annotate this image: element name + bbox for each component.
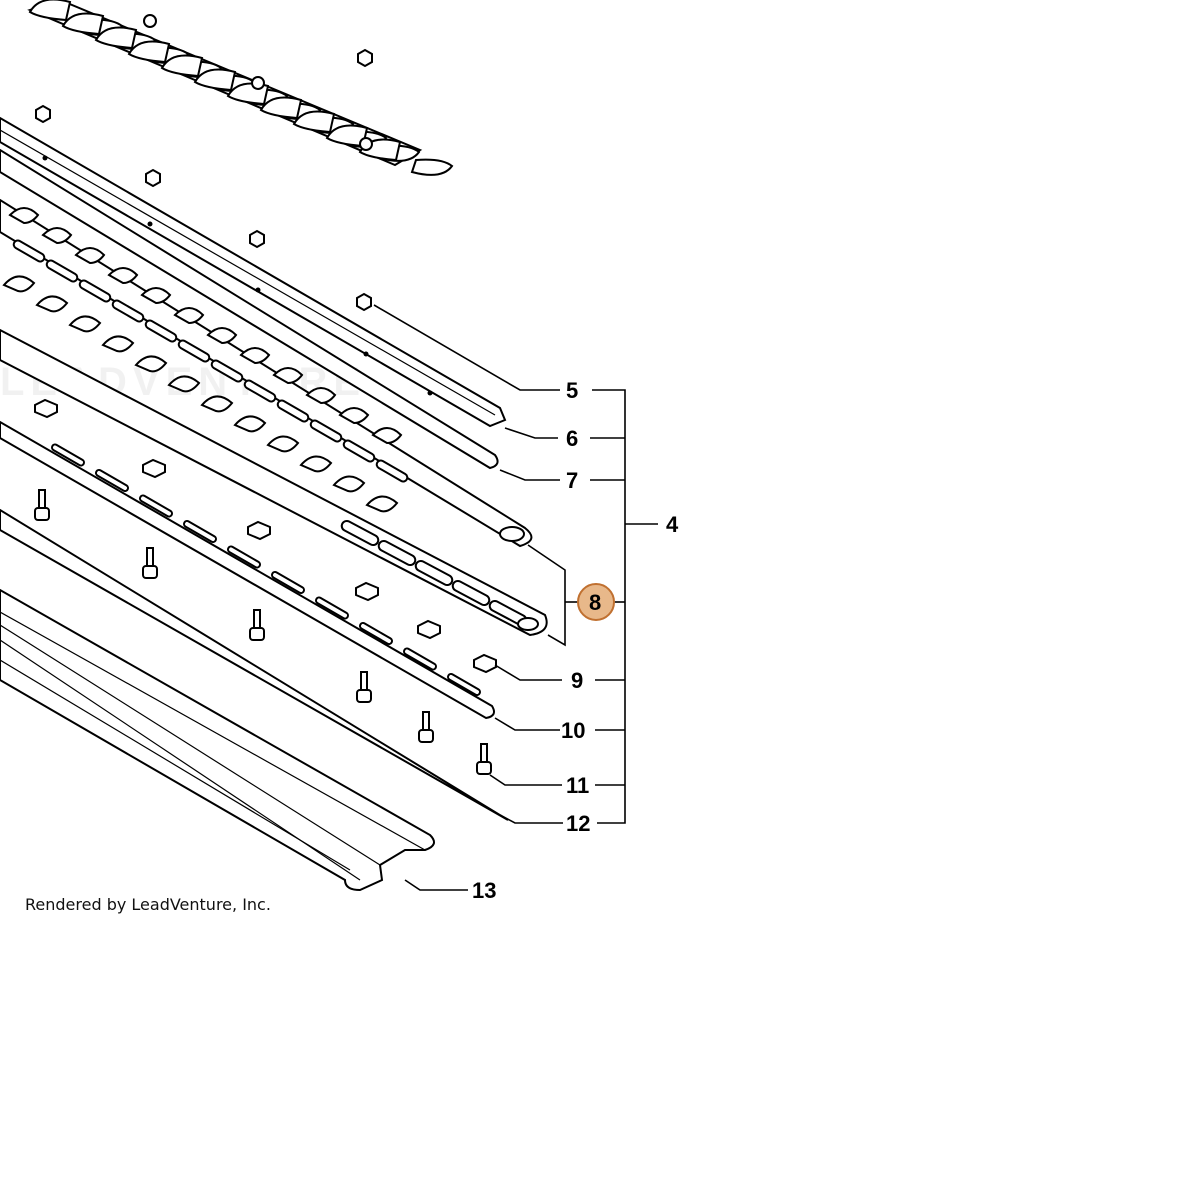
blade-tooth bbox=[74, 247, 106, 265]
strip-slot bbox=[227, 545, 261, 569]
callout-11[interactable]: 11 bbox=[566, 773, 589, 798]
callout-8[interactable]: 8 bbox=[589, 590, 601, 615]
callout-13[interactable]: 13 bbox=[472, 878, 496, 903]
cutter-tooth bbox=[325, 124, 369, 148]
screw-parts-11 bbox=[34, 489, 492, 775]
blade-tooth bbox=[140, 287, 172, 305]
screw-head bbox=[418, 729, 434, 743]
blade-slot bbox=[340, 519, 380, 547]
cutter-tooth bbox=[28, 0, 72, 22]
blade-tooth bbox=[41, 227, 73, 245]
blade-tooth bbox=[107, 267, 139, 285]
blade-tooth bbox=[338, 407, 370, 425]
blade-slot bbox=[210, 359, 244, 383]
blade-tooth bbox=[200, 395, 234, 413]
guide-strip-part-10 bbox=[0, 420, 495, 720]
cutter-tooth bbox=[410, 158, 454, 176]
top-cutter-blade bbox=[27, 0, 454, 176]
blade-tooth bbox=[68, 315, 102, 333]
blade-slot bbox=[375, 459, 409, 483]
cutter-tooth bbox=[160, 54, 204, 78]
strip-slot bbox=[183, 520, 217, 543]
highlight-marker-8 bbox=[577, 583, 615, 621]
callout-6[interactable]: 6 bbox=[566, 426, 578, 451]
screw-head bbox=[249, 627, 265, 641]
blade-tooth bbox=[299, 455, 333, 473]
blade-tooth bbox=[35, 295, 69, 313]
callout-5[interactable]: 5 bbox=[566, 378, 578, 403]
cutter-tooth bbox=[259, 96, 303, 120]
callout-7[interactable]: 7 bbox=[566, 468, 578, 493]
blade-slot bbox=[309, 419, 343, 443]
blade-slot bbox=[414, 559, 454, 587]
blade-tooth bbox=[272, 367, 304, 385]
screw-head bbox=[356, 689, 372, 703]
rail-part-5 bbox=[0, 116, 507, 428]
blade-tooth bbox=[233, 415, 267, 433]
cutter-tooth bbox=[193, 68, 237, 92]
blade-tooth bbox=[173, 307, 205, 325]
blade-slot bbox=[451, 579, 491, 607]
blade-tooth bbox=[134, 355, 168, 373]
blade-tooth bbox=[266, 435, 300, 453]
blade-tooth bbox=[305, 387, 337, 405]
blade-part-8 bbox=[0, 328, 548, 637]
credit-text: Rendered by LeadVenture, Inc. bbox=[25, 895, 271, 914]
guard-bar-part-12 bbox=[0, 508, 509, 821]
cutter-tooth bbox=[94, 26, 138, 50]
strip-slot bbox=[51, 443, 85, 467]
cutter-tooth bbox=[127, 40, 171, 64]
blade-tooth bbox=[332, 475, 366, 493]
strip-slot bbox=[359, 622, 393, 645]
strip-slot bbox=[447, 673, 481, 696]
cutter-blade-part-7 bbox=[0, 198, 533, 548]
callout-4[interactable]: 4 bbox=[666, 512, 679, 537]
strip-slot bbox=[403, 647, 437, 671]
blade-tooth bbox=[167, 375, 201, 393]
screw-head bbox=[476, 761, 492, 775]
blade-tooth bbox=[365, 495, 399, 513]
slider-parts-9 bbox=[34, 398, 497, 674]
screw-head bbox=[142, 565, 158, 579]
callout-12[interactable]: 12 bbox=[566, 811, 590, 836]
blade-slot bbox=[111, 299, 145, 323]
strip-slot bbox=[315, 596, 349, 620]
blade-tooth bbox=[239, 347, 271, 365]
cutter-tooth bbox=[292, 110, 336, 134]
blade-tooth bbox=[101, 335, 135, 353]
cutter-tooth bbox=[61, 12, 105, 36]
blade-slot bbox=[243, 379, 277, 403]
blade-tooth bbox=[206, 327, 238, 345]
blade-slot bbox=[377, 539, 417, 567]
blade-slot bbox=[144, 319, 178, 343]
blade-slot bbox=[12, 239, 46, 263]
callout-10[interactable]: 10 bbox=[561, 718, 585, 743]
blade-tooth bbox=[2, 275, 36, 293]
strip-slot bbox=[139, 494, 173, 518]
strip-slot bbox=[95, 469, 129, 492]
blade-tooth bbox=[371, 427, 403, 445]
profile-part-13 bbox=[0, 588, 435, 892]
screw-head bbox=[34, 507, 50, 521]
blade-slot bbox=[342, 439, 376, 463]
leader-lines bbox=[373, 304, 658, 891]
blade-slot bbox=[177, 339, 211, 363]
nut-parts bbox=[35, 48, 373, 312]
spacer-bar-part-6 bbox=[0, 148, 499, 470]
blade-tooth bbox=[8, 207, 40, 225]
strip-slot bbox=[271, 571, 305, 594]
blade-slot bbox=[276, 399, 310, 423]
callout-9[interactable]: 9 bbox=[571, 668, 583, 693]
blade-slot bbox=[78, 279, 112, 303]
blade-slot bbox=[45, 259, 79, 283]
